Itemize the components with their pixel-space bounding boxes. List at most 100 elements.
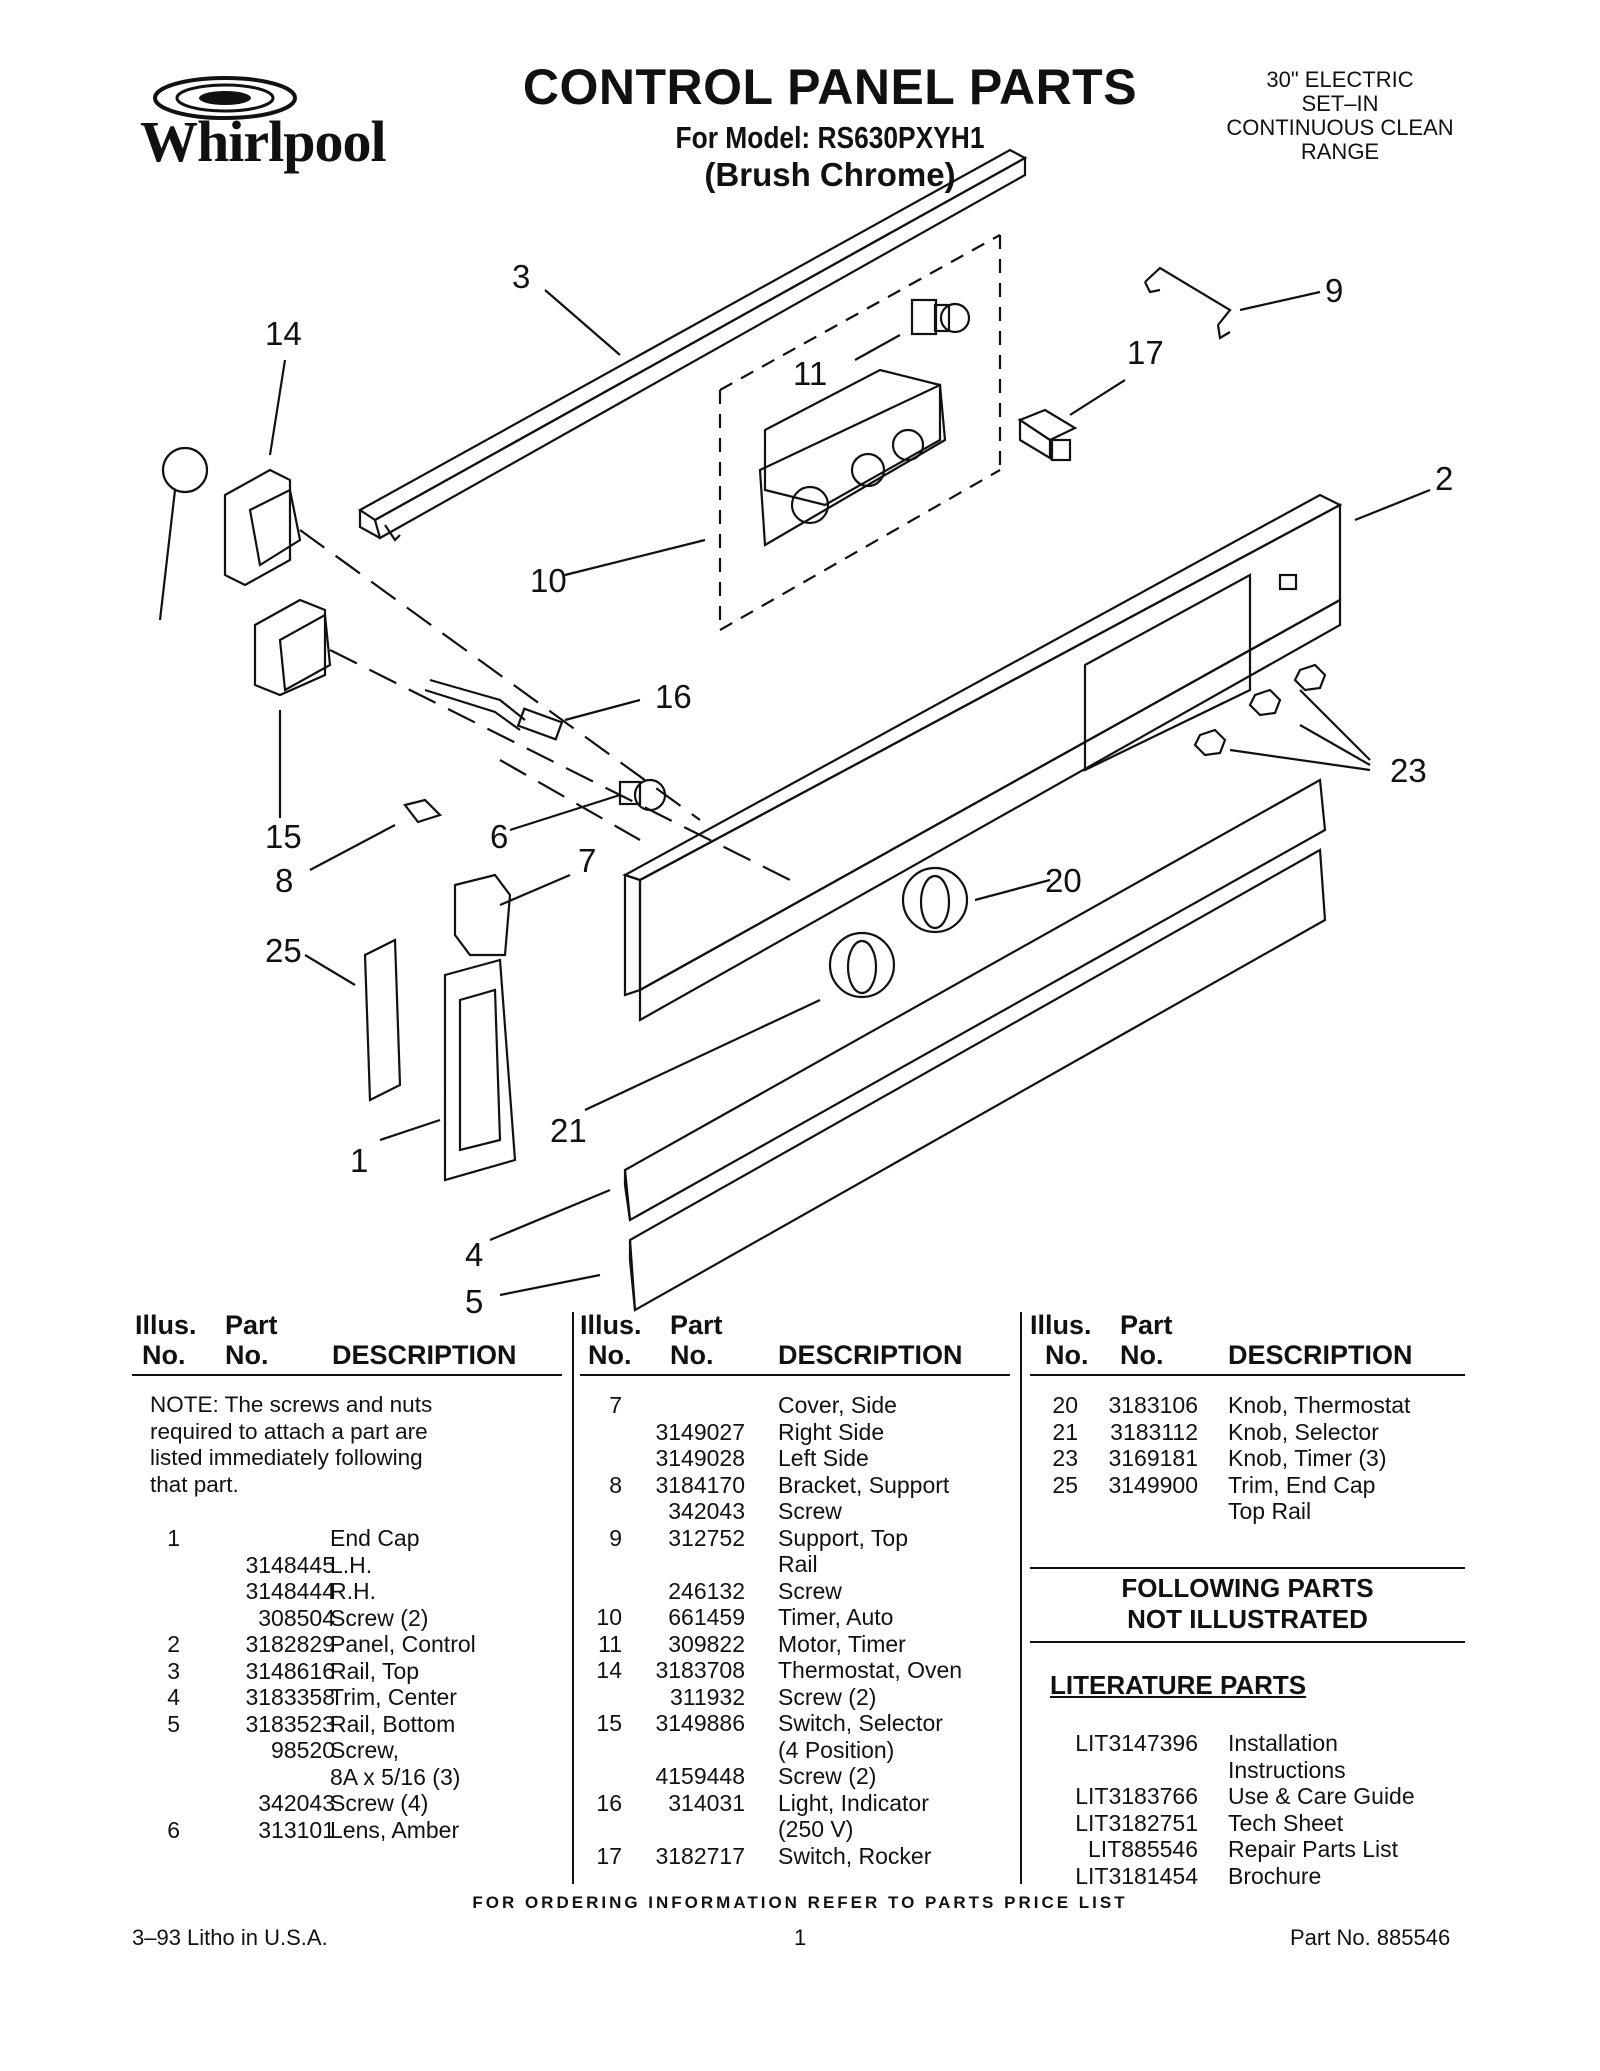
- description: Cover, Side: [778, 1392, 897, 1418]
- callout-17: 17: [1127, 334, 1164, 371]
- literature-description: Repair Parts List: [1228, 1836, 1399, 1862]
- description: Bracket, Support: [778, 1471, 950, 1498]
- column-header: Illus. Part No. No. DESCRIPTION: [132, 1310, 562, 1376]
- control-panel-part: [622, 493, 1343, 1022]
- part-no: 3182717: [655, 1842, 745, 1869]
- literature-part-no: LIT3182751: [1075, 1809, 1198, 1836]
- bottom-rail-part: [628, 848, 1327, 1312]
- illus-no: 21: [1052, 1418, 1078, 1445]
- support-bracket-8: [403, 798, 443, 824]
- model-number: For Model: RS630PXYH1: [675, 120, 985, 155]
- support-bracket-part: [1144, 266, 1232, 340]
- callout-1: 1: [350, 1142, 369, 1179]
- illus-no: 3: [167, 1657, 180, 1684]
- header-part: Part: [225, 1310, 278, 1340]
- indicator-light-part: [424, 678, 564, 741]
- literature-description: Instructions: [1228, 1756, 1346, 1783]
- timer-dashed-box: [718, 234, 1002, 631]
- part-no: 3149886: [655, 1710, 745, 1736]
- part-no: 4159448: [655, 1763, 745, 1789]
- description: Light, Indicator: [778, 1789, 929, 1816]
- column-header: Illus. Part No. No. DESCRIPTION: [580, 1310, 1010, 1376]
- callout-23: 23: [1390, 752, 1427, 789]
- header-part-no: No.: [225, 1340, 269, 1370]
- callout-9: 9: [1325, 272, 1344, 309]
- description: Panel, Control: [330, 1631, 476, 1657]
- part-no: 312752: [668, 1524, 745, 1551]
- note-line: NOTE: The screws and nuts: [150, 1392, 433, 1417]
- part-no: 246132: [668, 1577, 745, 1604]
- table-row: 3149028 Left Side: [580, 1445, 1010, 1472]
- finish-label: (Brush Chrome): [704, 156, 956, 193]
- part-no: 3182829: [245, 1631, 335, 1657]
- callout-8: 8: [275, 862, 294, 899]
- center-trim-part: [623, 778, 1327, 1222]
- literature-part-no: LIT3147396: [1075, 1730, 1198, 1756]
- note-line: that part.: [150, 1471, 239, 1497]
- part-no: 3149028: [655, 1445, 745, 1471]
- timer-knob-nuts: [1193, 663, 1327, 757]
- illus-no: 7: [609, 1392, 622, 1418]
- part-no: 3184170: [655, 1471, 745, 1498]
- rocker-switch-part: [1017, 408, 1078, 462]
- header-description: DESCRIPTION: [1228, 1340, 1413, 1370]
- column-divider: [572, 1312, 574, 1884]
- exploded-parts-diagram: [158, 148, 1431, 1312]
- literature-row: LIT3147396 Installation: [1030, 1730, 1465, 1757]
- literature-row: Instructions: [1030, 1757, 1465, 1784]
- literature-description: Use & Care Guide: [1228, 1783, 1415, 1809]
- parts-column-1: Illus. Part No. No. DESCRIPTION NOTE: Th…: [132, 1310, 562, 1843]
- literature-part-no: LIT3183766: [1075, 1783, 1198, 1809]
- part-no: 98520: [271, 1737, 335, 1763]
- callout-25: 25: [265, 932, 302, 969]
- callout-5: 5: [465, 1283, 484, 1320]
- page-number: 1: [794, 1925, 807, 1950]
- header-description: DESCRIPTION: [778, 1340, 963, 1370]
- literature-row: LIT3183766 Use & Care Guide: [1030, 1783, 1465, 1810]
- description: Thermostat, Oven: [778, 1657, 963, 1683]
- table-row: Top Rail: [1030, 1498, 1465, 1525]
- header-part-no: No.: [670, 1340, 714, 1370]
- description: Screw (2): [778, 1763, 877, 1789]
- not-illustrated-heading: NOT ILLUSTRATED: [1127, 1604, 1368, 1634]
- following-parts-heading: FOLLOWING PARTS: [1121, 1573, 1374, 1603]
- range-desc-line: CONTINUOUS CLEAN: [1226, 115, 1454, 140]
- part-no: 3149027: [655, 1418, 745, 1445]
- description: Left Side: [778, 1445, 869, 1471]
- description: Screw (4): [330, 1790, 429, 1816]
- part-no: 3183112: [1110, 1418, 1198, 1445]
- divider: [1030, 1641, 1465, 1643]
- illus-no: 14: [596, 1657, 622, 1683]
- header-part: Part: [670, 1310, 723, 1340]
- literature-row: LIT885546 Repair Parts List: [1030, 1836, 1465, 1863]
- page-title-block: CONTROL PANEL PARTS For Model: RS630PXYH…: [420, 58, 1240, 194]
- callout-16: 16: [655, 678, 692, 715]
- range-desc-line: RANGE: [1300, 139, 1380, 164]
- header-part: Part: [1120, 1310, 1173, 1340]
- table-row: 7 Cover, Side: [580, 1392, 1010, 1419]
- column-header: Illus. Part No. No. DESCRIPTION: [1030, 1310, 1465, 1376]
- top-rail-part: [357, 148, 1028, 542]
- literature-part-no: LIT885546: [1088, 1836, 1198, 1862]
- description: Rail, Top: [330, 1657, 420, 1684]
- screws-note: NOTE: The screws and nuts required to at…: [132, 1376, 562, 1498]
- literature-description: Installation: [1228, 1730, 1338, 1756]
- table-row: Rail: [580, 1551, 1010, 1578]
- description: Screw (2): [330, 1604, 429, 1631]
